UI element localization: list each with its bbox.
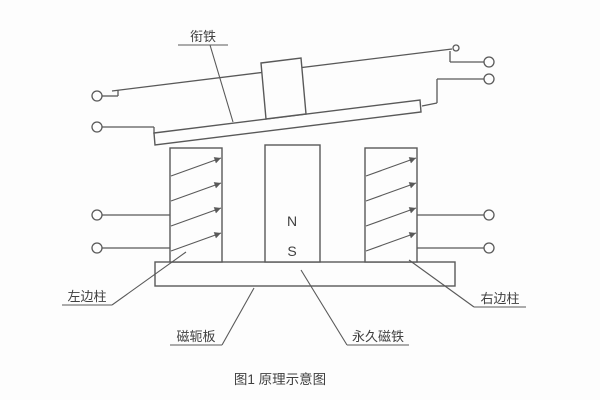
leader-line (221, 287, 255, 346)
magnet-pole-s: S (287, 243, 296, 259)
armature (153, 57, 422, 146)
terminal (91, 209, 103, 221)
leader-line (300, 269, 348, 346)
terminal (483, 73, 495, 85)
winding-line (365, 157, 417, 177)
terminal (483, 209, 495, 221)
wire (421, 102, 438, 107)
left-column (169, 147, 223, 263)
part-labels: 衔铁 左边柱 磁轭板 永久磁铁 右边柱 (67, 29, 519, 344)
armature-label: 衔铁 (190, 29, 216, 44)
contact-tip (452, 44, 460, 52)
winding-line (170, 232, 222, 252)
terminal (91, 90, 103, 102)
winding-line (365, 182, 417, 202)
terminal (91, 242, 103, 254)
leader-line (209, 44, 234, 123)
winding-line (365, 207, 417, 227)
armature-block (260, 57, 307, 120)
terminals (91, 56, 495, 254)
terminal (483, 56, 495, 68)
right-coil (364, 147, 418, 263)
figure-caption: 图1 原理示意图 (234, 371, 326, 387)
leader-lines (62, 44, 526, 346)
yoke-plate (154, 261, 456, 287)
winding-line (170, 157, 222, 177)
permanent-magnet-label: 永久磁铁 (352, 329, 404, 344)
left-coil (169, 147, 223, 263)
terminal (483, 242, 495, 254)
magnet-pole-n: N (287, 213, 297, 229)
leader-line (408, 259, 475, 308)
leader-line (111, 251, 187, 306)
permanent-magnet: N S (264, 144, 321, 263)
winding-line (170, 207, 222, 227)
left-column-label: 左边柱 (67, 289, 106, 304)
yoke-plate-label: 磁轭板 (176, 329, 215, 344)
armature-bar (153, 99, 422, 146)
winding-line (170, 182, 222, 202)
right-column-label: 右边柱 (480, 291, 519, 306)
magnet-body (264, 144, 321, 263)
winding-line (365, 232, 417, 252)
terminal (91, 121, 103, 133)
right-column (364, 147, 418, 263)
